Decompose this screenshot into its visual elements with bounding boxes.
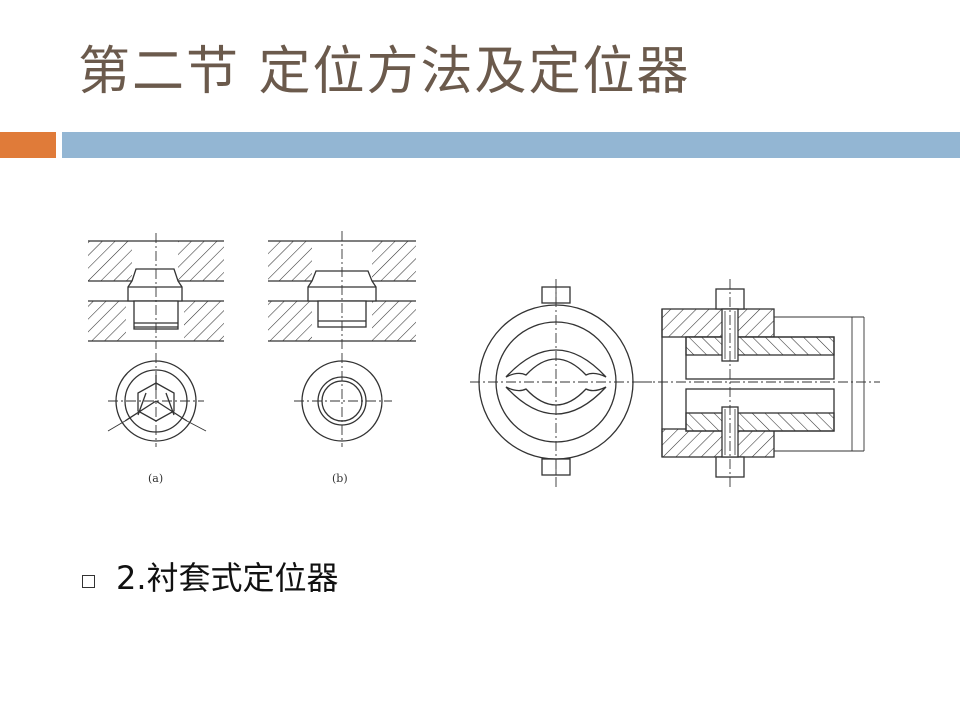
figure-b-section [268,231,416,349]
figure-a-plan [107,353,207,447]
title-accent-bar-blue [62,132,960,158]
figure-b-label: (b) [332,472,348,485]
figure-a-section [88,233,224,349]
technical-drawing: (a) (b) [88,231,880,487]
title-accent-bar-orange [0,132,56,158]
bushing-front-view [470,279,652,487]
figure-a-label: (a) [148,472,163,485]
bullet-text: 2.衬套式定位器 [116,559,339,597]
figure-b-plan [294,353,392,447]
square-bullet-icon [82,575,95,588]
bushing-side-section [640,279,880,487]
page-title: 第二节 定位方法及定位器 [78,42,691,102]
